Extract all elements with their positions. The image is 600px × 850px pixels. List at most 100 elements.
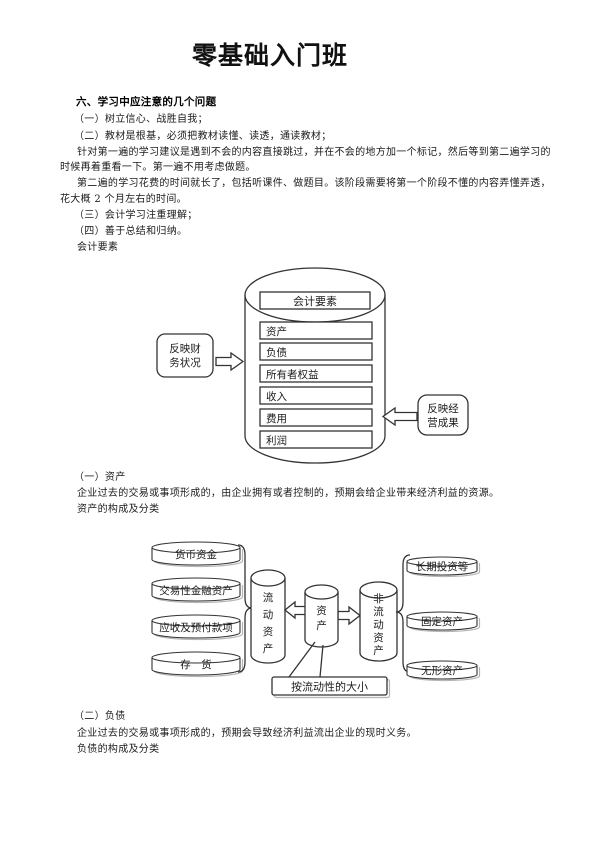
element-row: 利润 xyxy=(259,430,373,449)
element-row: 所有者权益 xyxy=(259,364,373,383)
can-label: 存 货 xyxy=(180,658,212,671)
cylinder-label-char: 产 xyxy=(373,644,384,657)
can-shadow xyxy=(408,618,481,633)
element-row: 费用 xyxy=(259,408,373,427)
accounting-elements-diagram: 会计要素 资产 负债 所有者权益 收入 费用 利润 反映财 务状况 xyxy=(156,267,469,464)
can-top xyxy=(151,541,241,554)
callout-line xyxy=(319,644,324,678)
left-block-arrow-icon xyxy=(283,600,307,620)
text-line: 资产的构成及分类 xyxy=(77,504,160,515)
left-label-text: 反映财 xyxy=(169,342,201,355)
assets-cylinder: 资 产 xyxy=(304,584,339,648)
cylinder-label-char: 流 xyxy=(373,605,384,618)
text-line: 会计要素 xyxy=(77,242,119,253)
element-label: 所有者权益 xyxy=(266,368,319,381)
right-label-text: 营成果 xyxy=(427,416,459,429)
callout-line xyxy=(288,641,316,678)
element-label: 资产 xyxy=(266,325,287,338)
can-label: 货币资金 xyxy=(175,548,217,561)
element-box xyxy=(259,342,373,361)
can-top xyxy=(406,556,478,567)
current-assets-cylinder: 流 动 资 产 xyxy=(250,569,286,664)
noncurrent-asset-can: 长期投资等 xyxy=(406,556,481,578)
cylinder-label-char: 流 xyxy=(263,591,274,604)
note-box xyxy=(271,676,388,696)
diagram1-title: 会计要素 xyxy=(293,295,337,308)
text-line: 时候再着重看一下。第一遍不用考虑做题。 xyxy=(60,162,256,173)
can-label: 长期投资等 xyxy=(416,560,469,573)
section-heading: 六、学习中应注意的几个问题 xyxy=(76,96,217,108)
can-shadow xyxy=(153,622,244,641)
note-text: 按流动性的大小 xyxy=(291,680,368,694)
can-shadow xyxy=(153,549,244,568)
can-label: 固定资产 xyxy=(421,615,463,628)
element-row: 负债 xyxy=(259,342,373,361)
text-line: （四）善于总结和归纳。 xyxy=(74,226,188,237)
financial-status-callout: 反映财 务状况 xyxy=(156,333,245,378)
cylinder-label-char: 非 xyxy=(373,593,384,605)
right-block-arrow-icon xyxy=(337,605,362,626)
left-label-text: 务状况 xyxy=(169,356,201,369)
text-line: 针对第一遍的学习建议是遇到不会的内容直接跳过，并在不会的地方加一个标记，然后等到… xyxy=(77,147,551,158)
can-label: 应收及预付款项 xyxy=(159,621,233,634)
cylinder-label-char: 资 xyxy=(316,605,327,617)
cylinder-body xyxy=(304,592,339,648)
current-asset-can: 货币资金 xyxy=(151,541,244,568)
cylinder-label-char: 资 xyxy=(373,632,384,644)
can-shadow xyxy=(153,659,244,678)
text-line: 企业过去的交易或事项形成的，由企业拥有或者控制的，预期会给企业带来经济利益的资源… xyxy=(77,488,500,499)
text-line: 第二遍的学习花费的时间就长了，包括听课件、做题目。该阶段需要将第一个阶段不懂的内… xyxy=(77,178,551,189)
element-box xyxy=(259,408,373,427)
right-label-box xyxy=(417,394,469,436)
right-brace-icon xyxy=(395,554,411,673)
element-box xyxy=(259,364,373,383)
text-line: （二）教材是根基，必须把教材读懂、读透，通读教材； xyxy=(74,131,332,142)
text-line: 花大概 2 个月左右的时间。 xyxy=(60,194,187,205)
operating-result-callout: 反映经 营成果 xyxy=(381,394,469,436)
text-line: （二）负债 xyxy=(74,711,126,722)
element-label: 负债 xyxy=(266,346,287,359)
document-title: 零基础入门班 xyxy=(191,41,348,70)
can-top xyxy=(151,651,241,664)
right-block-arrow-icon xyxy=(215,351,245,372)
current-asset-can: 应收及预付款项 xyxy=(151,614,244,641)
right-label-text: 反映经 xyxy=(427,402,459,415)
current-asset-can: 存 货 xyxy=(151,651,244,678)
can-top xyxy=(151,577,241,590)
can-top xyxy=(406,611,478,622)
left-brace-icon xyxy=(237,544,253,673)
cylinder-top xyxy=(304,584,339,600)
cylinder-body xyxy=(359,590,398,662)
element-row: 收入 xyxy=(259,386,373,405)
cylinder-top xyxy=(359,581,398,599)
element-box xyxy=(259,321,373,340)
cylinder-label-char: 产 xyxy=(263,642,274,655)
diagram1-title-box xyxy=(259,291,371,310)
noncurrent-asset-can: 固定资产 xyxy=(406,611,481,633)
left-block-arrow-icon xyxy=(381,406,418,427)
cylinder-top xyxy=(250,569,286,587)
can-shadow xyxy=(153,585,244,604)
element-box xyxy=(259,430,373,449)
text-line: （一）树立信心、战胜自我； xyxy=(74,114,208,125)
left-label-box xyxy=(156,333,214,378)
cylinder-label-char: 动 xyxy=(263,609,274,621)
liquidity-note: 按流动性的大小 xyxy=(271,676,391,699)
cylinder-label-char: 资 xyxy=(263,626,274,638)
noncurrent-assets-cylinder: 非 流 动 资 产 xyxy=(359,581,398,662)
element-label: 费用 xyxy=(266,412,287,425)
can-shadow xyxy=(408,667,481,682)
noncurrent-asset-can: 无形资产 xyxy=(406,660,481,682)
text-line: （三）会计学习注重理解； xyxy=(74,210,198,221)
element-label: 利润 xyxy=(266,434,287,447)
text-line: 负债的构成及分类 xyxy=(77,744,160,755)
element-label: 收入 xyxy=(266,390,287,403)
can-top xyxy=(406,660,478,671)
can-shadow xyxy=(408,563,481,578)
can-label: 交易性金融资产 xyxy=(159,584,233,597)
cylinder-label-char: 动 xyxy=(373,619,384,631)
element-box xyxy=(259,386,373,405)
cylinder-body xyxy=(250,578,286,664)
element-row: 资产 xyxy=(259,321,373,340)
